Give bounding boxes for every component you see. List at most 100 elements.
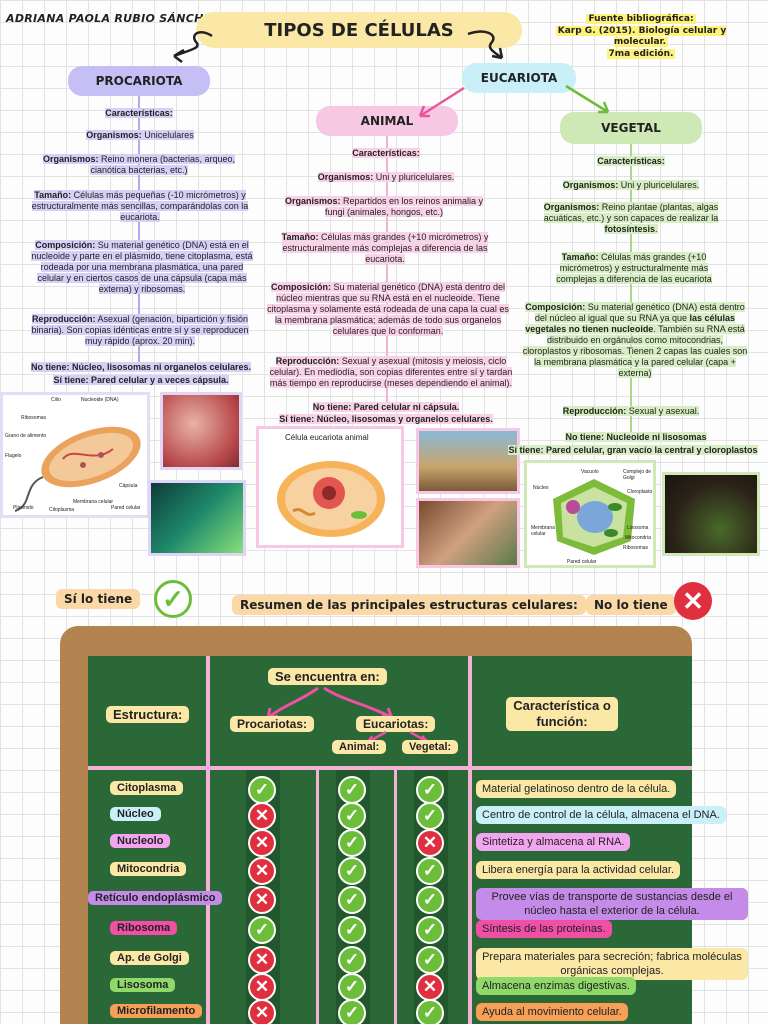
- diagram-label: Grano de alimento: [5, 433, 47, 439]
- diagram-label: Membrana celular: [531, 525, 555, 537]
- legend-yes-label: Sí lo tiene: [56, 589, 141, 609]
- check-icon: ✓: [416, 916, 444, 944]
- procariota-item: Organismos: Unicelulares: [70, 130, 210, 141]
- cross-icon: ✕: [674, 582, 712, 620]
- source-line: Fuente bibliográfica:: [586, 14, 696, 24]
- check-icon: ✓: [338, 802, 366, 830]
- diagram-label: Vacuolo: [581, 469, 599, 475]
- legend-no-label: No lo tiene: [586, 595, 676, 615]
- diagram-label: Complejo de Golgi: [623, 469, 652, 481]
- diagram-label: Cápsula: [119, 483, 138, 489]
- diagram-label: Pared celular: [111, 505, 141, 511]
- structure-description: Sintetiza y almacena al RNA.: [476, 833, 631, 851]
- procariota-item: Tamaño: Células más pequeñas (-10 micróm…: [30, 190, 250, 223]
- structure-name: Citoplasma: [110, 781, 184, 795]
- animal-item: Reproducción: Sexual y asexual (mitosis …: [262, 356, 520, 389]
- item-strong: Características:: [105, 108, 173, 118]
- procariota-heading: PROCARIOTA: [68, 66, 210, 96]
- item-strong: Organismos:: [317, 172, 374, 182]
- item-text: Células más grandes (+10 micrómetros) y …: [556, 252, 712, 284]
- structure-name: Mitocondria: [110, 862, 187, 876]
- author-name: ADRIANA PAOLA RUBIO SÁNCHEZ: [6, 12, 220, 25]
- check-icon: ✓: [416, 802, 444, 830]
- table-column-divider: [394, 770, 397, 1024]
- sprout-photo: [662, 472, 760, 556]
- vegetal-item: No tiene: Nucleoide ni lisosomas: [556, 432, 716, 443]
- structure-description: Almacena enzimas digestivas.: [476, 977, 636, 995]
- column-header-eucariotas: Eucariotas:: [356, 716, 436, 732]
- item-strong: Composición:: [35, 240, 96, 250]
- structure-description: Material gelatinoso dentro de la célula.: [476, 780, 677, 798]
- item-text: Sexual y asexual (mitosis y meiosis, cic…: [269, 356, 513, 388]
- structure-name: Microfilamento: [110, 1004, 203, 1018]
- item-text: Uni y pluricelulares.: [618, 180, 700, 190]
- diagram-label: Cloroplasto: [627, 489, 653, 495]
- cross-icon: ✕: [248, 829, 276, 857]
- source-line: Karp G. (2015). Biología celular y molec…: [555, 25, 727, 47]
- cross-icon: ✕: [248, 946, 276, 974]
- bacteria-photo: [148, 480, 246, 556]
- item-text: Unicelulares: [141, 130, 194, 140]
- people-photo: [416, 498, 520, 568]
- item-strong: Tamaño:: [561, 252, 599, 262]
- diagram-label: Plásmido: [13, 505, 34, 511]
- vegetal-item: Reproducción: Sexual y asexual.: [556, 406, 706, 417]
- diagram-label: Flagelo: [5, 453, 22, 459]
- eucariota-heading: EUCARIOTA: [462, 63, 576, 93]
- animal-item: Composición: Su material genético (DNA) …: [266, 282, 510, 337]
- diagram-label: Lisosoma: [627, 525, 649, 531]
- item-strong: Reproducción:: [562, 406, 627, 416]
- item-text: Su material genético (DNA) está dentro d…: [534, 302, 745, 323]
- item-strong: Composición:: [525, 302, 586, 312]
- diagram-label: Ribosomas: [21, 415, 47, 421]
- vegetal-item: Organismos: Reino plantae (plantas, alga…: [534, 202, 728, 235]
- table-column-divider: [206, 656, 210, 1024]
- item-strong: Características:: [597, 156, 665, 166]
- diagram-label: Pared celular: [567, 559, 597, 565]
- structure-description: Provee vías de transporte de sustancias …: [476, 888, 748, 920]
- structure-description: Libera energía para la actividad celular…: [476, 861, 681, 879]
- check-icon: ✓: [338, 829, 366, 857]
- cross-icon: ✕: [416, 829, 444, 857]
- summary-label: Resumen de las principales estructuras c…: [232, 595, 586, 615]
- structure-name: Nucleolo: [110, 834, 171, 848]
- check-icon: ✓: [416, 857, 444, 885]
- check-icon: ✓: [338, 946, 366, 974]
- item-text: Reino plantae (plantas, algas acuáticas,…: [543, 202, 719, 223]
- check-icon: ✓: [338, 857, 366, 885]
- item-text: Células más grandes (+10 micrómetros) y …: [282, 232, 489, 264]
- check-icon: ✓: [248, 776, 276, 804]
- diagram-label: Membrana celular: [73, 499, 114, 505]
- diagram-title: Célula eucariota animal: [285, 433, 369, 442]
- arrow-to-vegetal-icon: [565, 84, 610, 114]
- diagram-label: Núcleo: [533, 485, 549, 491]
- structure-description: Ayuda al movimiento celular.: [476, 1003, 628, 1021]
- page-title: TIPOS DE CÉLULAS: [196, 12, 522, 48]
- cross-icon: ✕: [248, 802, 276, 830]
- item-emphasis: las células vegetales no tienen nucleoid…: [525, 313, 736, 334]
- item-text: Reino monera (bacterias, arqueo, cianóti…: [90, 154, 236, 175]
- vegetal-item: Sí tiene: Pared celular, gran vacío la c…: [498, 445, 768, 456]
- bacteria-diagram: Cilio Nucleoide (DNA) Ribosomas Grano de…: [0, 392, 150, 518]
- item-strong: No tiene: Núcleo, lisosomas ni organelos…: [30, 362, 252, 372]
- structure-name: Retículo endoplásmico: [88, 891, 223, 905]
- structure-name: Ap. de Golgi: [110, 951, 189, 965]
- procariota-item: Reproducción: Asexual (genación, biparti…: [30, 314, 250, 347]
- diagram-label: Nucleoide (DNA): [81, 397, 119, 403]
- item-strong: Organismos:: [86, 130, 142, 140]
- item-strong: No tiene: Nucleoide ni lisosomas: [565, 432, 707, 442]
- source-line: 7ma edición.: [606, 48, 676, 59]
- check-icon: ✓: [416, 946, 444, 974]
- vegetal-heading: VEGETAL: [560, 112, 702, 144]
- vegetal-item: Características:: [594, 156, 668, 167]
- column-header-procariotas: Procariotas:: [230, 716, 315, 732]
- diagram-label: Ribosomas: [623, 545, 649, 551]
- diagram-label: Cilio: [51, 397, 61, 403]
- diagram-label: Mitocondria: [625, 535, 651, 541]
- procariota-item: Composición: Su material genético (DNA) …: [30, 240, 254, 295]
- item-text: Su material genético (DNA) está dentro d…: [267, 282, 509, 336]
- check-icon: ✓: [338, 776, 366, 804]
- check-icon: ✓: [154, 580, 192, 618]
- cross-icon: ✕: [416, 973, 444, 1001]
- cross-icon: ✕: [248, 857, 276, 885]
